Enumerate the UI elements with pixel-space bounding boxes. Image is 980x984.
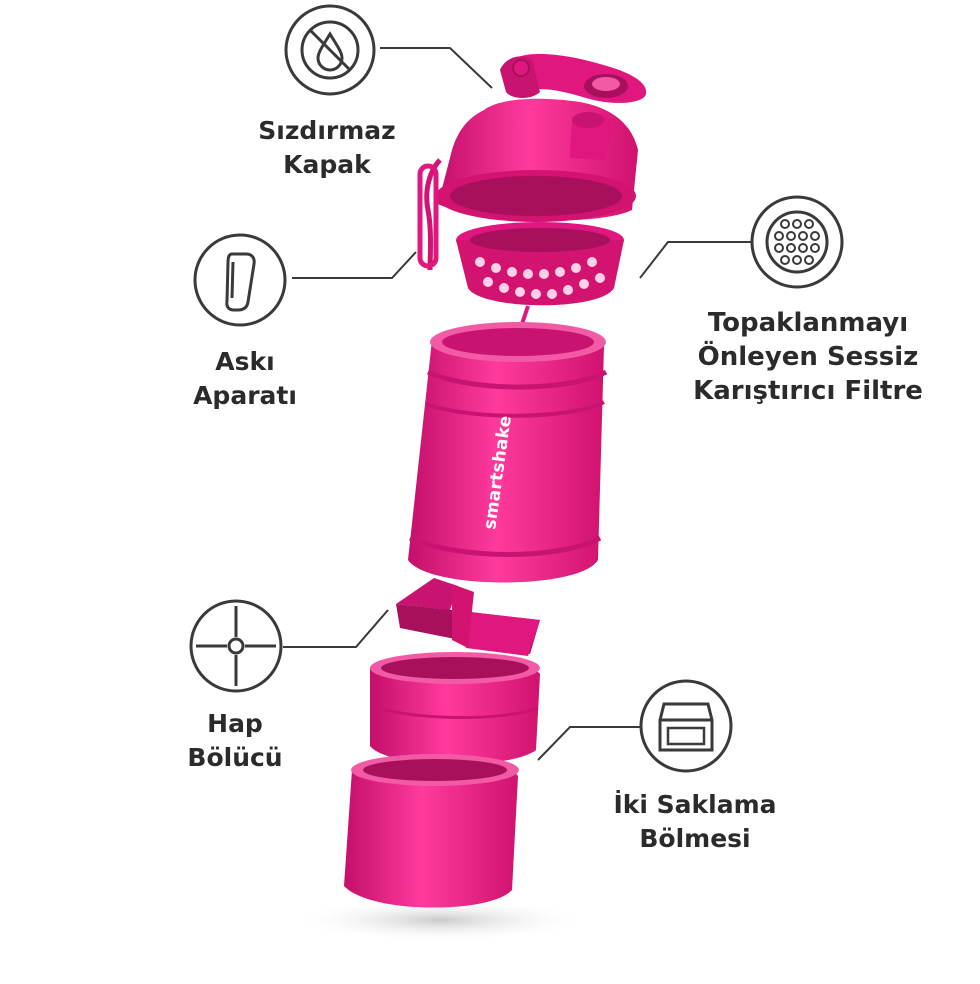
label-line: Hap [207,709,263,738]
feature-label-mixer-filter: Topaklanmayı Önleyen Sessiz Karıştırıcı … [678,306,938,408]
connector-strap [292,251,417,279]
ground-shadow [290,898,590,942]
no-leak-drop-icon [284,4,376,96]
flip-cap [500,53,647,103]
feature-label-pill-divider: Hap Bölücü [150,707,320,775]
connector-pill [283,609,389,648]
connector-lid [380,47,493,89]
label-line: Askı [215,347,275,376]
label-line: Önleyen Sessiz [697,342,919,372]
shaker-bottle: smartshake [344,53,647,908]
main-cup: smartshake [408,322,608,583]
label-line: Kapak [283,150,371,179]
label-line: Aparatı [193,381,297,410]
pill-divider-icon [189,599,283,693]
label-line: Sızdırmaz [258,116,396,145]
feature-label-leakproof-lid: Sızdırmaz Kapak [242,114,412,182]
connector-lines [283,47,752,761]
connector-storage [537,726,640,761]
mixer-ball-icon [750,195,844,289]
carabiner-icon [193,233,287,327]
storage-compartment-lower [344,754,519,908]
connector-filter [639,241,752,279]
label-line: İki Saklama [613,790,777,819]
label-line: Topaklanmayı [707,308,909,338]
mixer-filter [456,222,624,331]
label-line: Karıştırıcı Filtre [693,376,923,406]
label-line: Bölmesi [639,824,751,853]
storage-compartment-icon [639,679,733,773]
lid [417,98,638,271]
pill-divider-piece [396,578,540,656]
feature-label-carry-strap: Askı Aparatı [160,345,330,413]
label-line: Bölücü [187,743,283,772]
feature-label-storage: İki Saklama Bölmesi [590,788,800,856]
storage-compartment-upper [370,652,540,765]
